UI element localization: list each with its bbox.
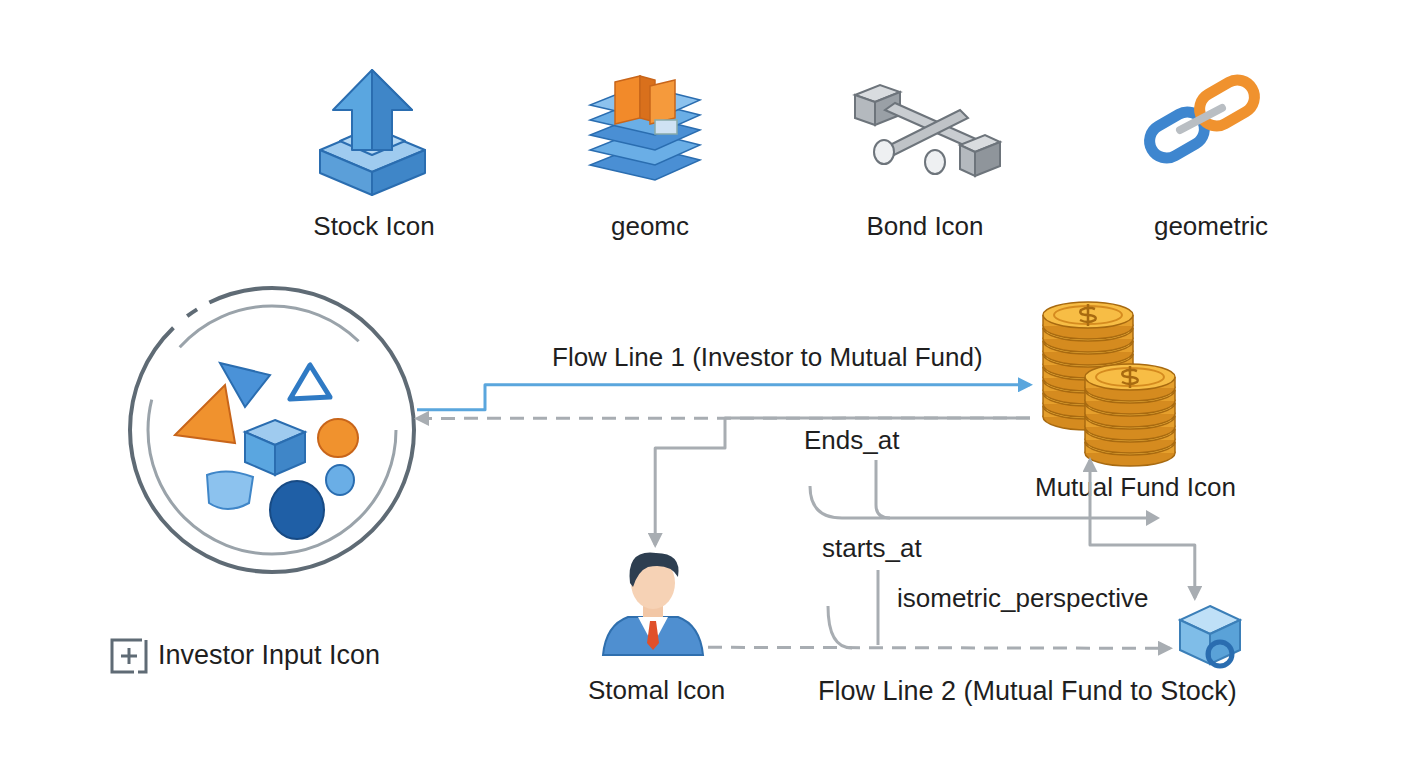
stock-node: Flow Line 2 (Mutual Fund to Stock): [1170, 598, 1250, 673]
investor-node: Investor Input Icon: [127, 285, 417, 575]
icon-caption: geometric: [1154, 211, 1268, 241]
stock-cube: [1170, 598, 1250, 673]
annotation-text: isometric_perspective: [897, 583, 1148, 613]
annotation-text: starts_at: [822, 533, 922, 563]
icon-caption: Stock Icon: [313, 211, 434, 241]
coin-stacks: [1030, 285, 1180, 460]
annotation-text: Ends_at: [804, 425, 899, 455]
edge-label: Flow Line 1 (Investor to Mutual Fund): [552, 342, 983, 372]
flow-connector: [417, 385, 1030, 410]
node-label: Flow Line 2 (Mutual Fund to Stock): [818, 676, 1237, 706]
flow-connector: [708, 647, 1170, 648]
flow-connector: [417, 417, 1030, 420]
mutual-fund-node: Mutual Fund Icon: [1030, 285, 1180, 460]
investor-circle: [127, 285, 417, 575]
person-node: Stomal Icon: [598, 545, 708, 655]
node-label: Stomal Icon: [588, 675, 725, 705]
icon-caption: geomc: [611, 211, 689, 241]
stock-icon: [320, 70, 425, 195]
chain-icon: [1143, 74, 1260, 164]
node-label: Investor Input Icon: [158, 640, 380, 670]
node-label: Mutual Fund Icon: [1035, 472, 1236, 502]
person-figure: [598, 545, 708, 655]
plus-icon: [112, 640, 146, 672]
flow-connector: [655, 418, 1030, 545]
flow-connector: [1090, 460, 1195, 598]
bond-icon: [855, 85, 1000, 176]
layers-icon: [590, 76, 700, 180]
icon-caption: Bond Icon: [866, 211, 983, 241]
